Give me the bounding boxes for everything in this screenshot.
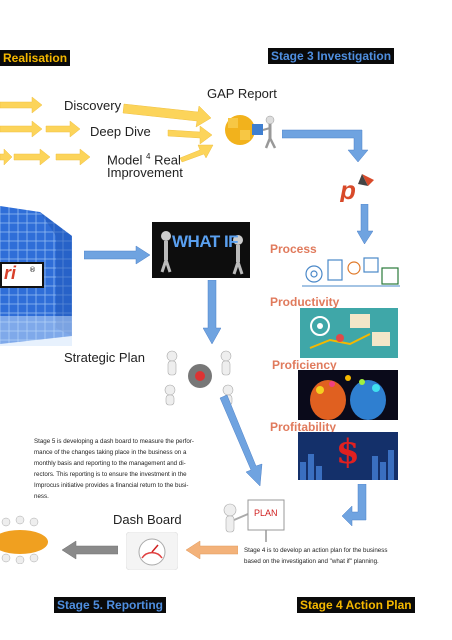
yellow-arrow-deep-dive-1	[0, 120, 43, 138]
p-logo-icon: p	[339, 174, 374, 202]
stage5-line: Improcus initiative provides a financial…	[34, 482, 189, 489]
blue-arrow-strategic-to-plan	[219, 394, 263, 487]
discovery-label: Discovery	[64, 98, 122, 113]
yellow-arrow-model-3	[55, 148, 91, 166]
logo-registered-mark: ®	[29, 266, 36, 274]
strategic-plan-label: Strategic Plan	[64, 350, 145, 365]
meeting-table-image	[0, 515, 48, 564]
blue-arrow-gap-to-p	[282, 129, 369, 163]
gap-report-label: GAP Report	[207, 86, 277, 101]
stage4-line: Stage 4 is to develop an action plan for…	[244, 547, 388, 554]
svg-text:p: p	[339, 175, 356, 202]
yellow-arrow-model-2	[13, 148, 51, 166]
stage4-line: based on the investigation and "what if"…	[244, 558, 379, 565]
orange-arrow-plan-to-dashboard	[186, 540, 238, 560]
proficiency-image	[298, 370, 398, 420]
plan-board-image	[223, 499, 285, 542]
blue-arrow-profitability-to-plan	[341, 484, 367, 526]
stage5-line: mance of the changes taking place in the…	[34, 449, 187, 456]
gap-report-puzzle-image	[225, 115, 277, 149]
gray-arrow-dashboard-to-reporting	[62, 540, 118, 560]
stage5-line: monthly basis and reporting to the manag…	[34, 460, 186, 467]
profitability-image: $	[298, 432, 398, 480]
yellow-arrow-to-gap-3	[179, 144, 214, 163]
logo-text: ri	[4, 263, 17, 283]
yellow-arrows	[0, 96, 214, 166]
process-image	[302, 257, 400, 287]
stage5-description: Stage 5 is developing a dash board to me…	[34, 436, 218, 502]
plan-label: PLAN	[254, 508, 278, 518]
dash-board-label: Dash Board	[113, 512, 182, 527]
productivity-image	[300, 308, 398, 358]
improvement-label: Improvement	[107, 165, 183, 180]
yellow-arrow-to-gap-1	[122, 103, 212, 128]
what-if-image: WHAT IF	[152, 222, 250, 278]
blue-arrow-cube-to-what-if	[84, 245, 150, 265]
stage-3-investigation-label: Stage 3 Investigation	[268, 48, 395, 64]
stage-realisation-label: Realisation	[0, 50, 71, 66]
stage5-line: Stage 5 is developing a dash board to me…	[34, 438, 194, 445]
stage5-line: ness.	[34, 493, 49, 500]
yellow-arrow-model-1	[0, 148, 13, 166]
deep-dive-label: Deep Dive	[90, 124, 151, 139]
strategic-plan-gears-image	[164, 350, 234, 406]
stage-4-action-plan-label: Stage 4 Action Plan	[297, 597, 415, 613]
blue-arrow-p-to-process	[357, 204, 373, 244]
stage-5-reporting-label: Stage 5. Reporting	[54, 597, 167, 613]
productivity-heading: Productivity	[270, 295, 340, 309]
yellow-arrow-discovery	[0, 96, 43, 114]
dollar-symbol: $	[336, 432, 360, 472]
model-label: Model 4 Real	[107, 152, 181, 168]
dashboard-gauge-icon	[126, 532, 178, 570]
profitability-heading: Profitability	[270, 420, 337, 434]
process-heading: Process	[270, 242, 317, 256]
what-if-text: WHAT IF	[172, 232, 239, 251]
logo-badge: ri ®	[0, 262, 44, 288]
yellow-arrow-deep-dive-2	[45, 120, 81, 138]
yellow-arrow-to-gap-2	[167, 125, 213, 145]
stage5-line: rectors. This reporting is to ensure the…	[34, 471, 187, 478]
blue-arrow-what-if-to-strategic	[203, 280, 221, 344]
proficiency-heading: Proficiency	[272, 358, 337, 372]
stage4-description: Stage 4 is to develop an action plan for…	[244, 545, 444, 567]
